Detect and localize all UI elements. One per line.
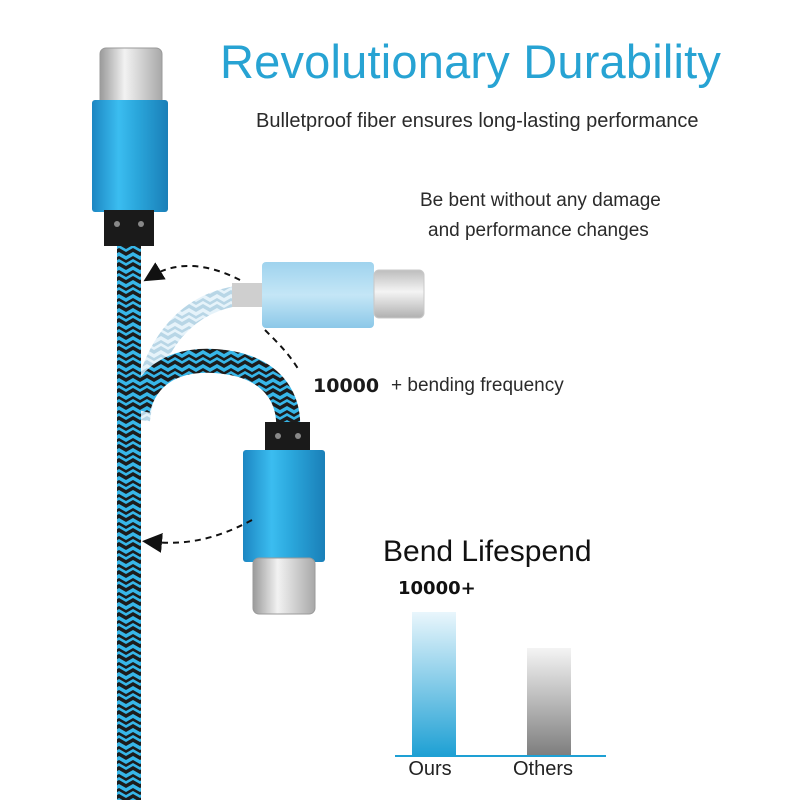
bar-ours <box>412 612 456 756</box>
bending-frequency-label: + bending frequency <box>391 375 564 396</box>
bar-others <box>527 648 571 756</box>
bend-lifespan-chart <box>395 612 606 757</box>
bend-arrow-side <box>264 329 301 373</box>
connector-housing <box>92 100 168 212</box>
subheadline: Bulletproof fiber ensures long-lasting p… <box>256 110 699 132</box>
ghost-connector-housing <box>262 262 374 328</box>
bar-value-label-ours: 10000+ <box>398 578 476 599</box>
bend-arrow-upper <box>143 262 241 282</box>
top-connector <box>92 47 168 246</box>
headline: Revolutionary Durability <box>220 35 722 88</box>
bend-note-line2: and performance changes <box>428 220 649 241</box>
main-cable <box>117 238 141 800</box>
bent-usb-c-tip <box>252 557 316 615</box>
category-label-ours: Ours <box>408 758 452 780</box>
bent-connector-housing <box>243 450 325 562</box>
bend-note-line1: Be bent without any damage <box>420 190 661 211</box>
bend-arrow-lower <box>142 519 253 553</box>
chart-title: Bend Lifespend <box>383 535 592 568</box>
usb-c-tip <box>99 47 163 107</box>
category-label-others: Others <box>512 758 574 780</box>
bent-cable <box>126 348 325 615</box>
bending-frequency-number: 10000 <box>313 375 380 397</box>
